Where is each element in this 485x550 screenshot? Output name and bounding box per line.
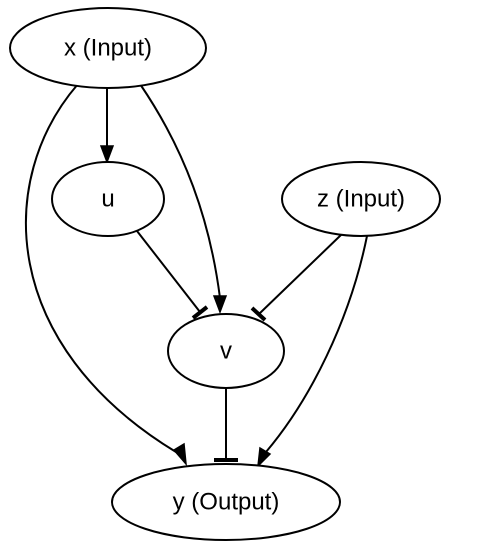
node-u-ellipse [51, 161, 165, 237]
edge-x-to-y-arrowhead [172, 442, 187, 467]
node-x-label: x (Input) [64, 35, 152, 62]
edge-z-to-y-line [265, 235, 368, 453]
node-x: x (Input) [9, 7, 207, 89]
node-y-label: y (Output) [173, 489, 280, 516]
edge-z-to-y-arrowhead [257, 446, 272, 469]
node-y: y (Output) [111, 463, 341, 541]
edge-x-to-v-arrowhead [212, 295, 228, 315]
node-v-label: v [220, 338, 232, 365]
edge-z-to-v-tee [250, 306, 267, 322]
edge-x-to-y-line [24, 83, 177, 453]
edge-u-to-v-line [136, 230, 201, 313]
edge-z-to-v [250, 233, 343, 322]
node-v-ellipse [167, 313, 285, 389]
edges [24, 83, 368, 469]
edge-x-to-u-arrowhead [99, 145, 115, 165]
edge-z-to-y [257, 235, 368, 469]
node-u: u [51, 161, 165, 237]
edge-u-to-v-tee [191, 305, 209, 320]
edge-x-to-y [24, 83, 187, 467]
edge-v-to-y [214, 388, 238, 462]
node-x-ellipse [9, 7, 207, 89]
edge-x-to-v [139, 83, 228, 315]
nodes: x (Input) u z (Input) v y (Output) [9, 7, 441, 541]
node-z: z (Input) [281, 161, 441, 237]
edge-u-to-v [136, 230, 209, 320]
node-u-label: u [101, 186, 114, 213]
edge-z-to-v-line [258, 233, 343, 315]
edge-x-to-u [99, 88, 115, 165]
node-z-label: z (Input) [317, 186, 405, 213]
node-v: v [167, 313, 285, 389]
node-z-ellipse [281, 161, 441, 237]
edge-x-to-v-line [139, 83, 221, 299]
node-y-ellipse [111, 463, 341, 541]
